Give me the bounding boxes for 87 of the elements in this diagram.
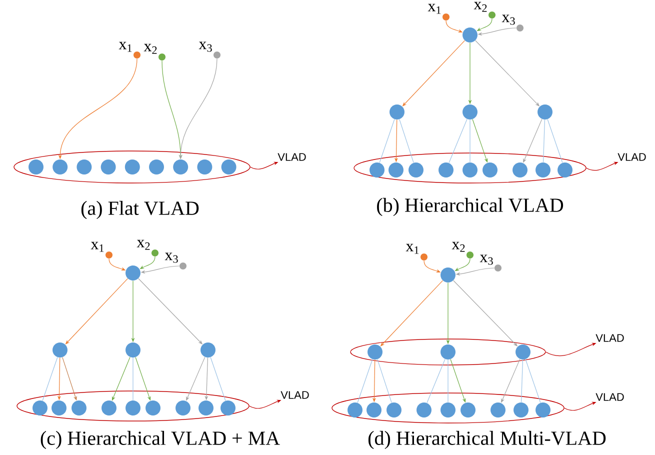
cluster-node xyxy=(52,400,66,416)
cluster-node xyxy=(197,160,212,174)
point-label: x$_{2}$ xyxy=(474,2,487,12)
cluster-node xyxy=(366,402,382,418)
line xyxy=(210,356,226,402)
cluster-node xyxy=(460,402,476,418)
cluster-node xyxy=(390,104,404,120)
point-label: x$_{3}$ xyxy=(480,254,493,265)
cluster-node xyxy=(490,402,506,418)
cluster-node xyxy=(76,160,92,174)
cluster-node xyxy=(482,162,498,178)
line xyxy=(377,359,392,403)
line xyxy=(426,358,446,404)
line xyxy=(42,356,58,402)
cluster-node xyxy=(126,342,140,358)
cluster-node xyxy=(462,28,478,42)
cluster-node xyxy=(32,400,48,416)
line xyxy=(357,358,373,404)
line xyxy=(542,119,546,163)
cluster-node xyxy=(176,400,190,416)
cluster-node xyxy=(440,268,456,282)
cluster-node xyxy=(512,162,528,178)
cluster-node xyxy=(52,342,68,358)
caption: (d) Hierarchical Multi-VLAD xyxy=(368,430,606,450)
vlad-label: VLAD xyxy=(596,393,624,401)
cluster-node xyxy=(220,400,236,416)
point-label: x$_{2}$ xyxy=(452,242,465,252)
cluster-node xyxy=(462,162,478,178)
point-label: x$_{1}$ xyxy=(428,4,441,14)
cluster-node xyxy=(440,344,456,360)
point-label: x$_{1}$ xyxy=(90,242,104,252)
cluster-node xyxy=(388,162,404,178)
cluster-node xyxy=(440,402,456,418)
grouping-ellipse xyxy=(350,338,546,366)
cluster-node xyxy=(102,400,116,416)
point-label: x$_{2}$ xyxy=(136,240,150,250)
grouping-ellipse xyxy=(16,390,250,422)
caption: (c) Hierarchical VLAD + MA xyxy=(40,430,280,450)
cluster-node xyxy=(386,402,402,418)
cluster-node xyxy=(462,104,478,120)
cluster-node xyxy=(126,400,140,416)
caption: (a) Flat VLAD xyxy=(81,200,199,220)
cluster-node xyxy=(408,162,424,178)
cluster-node xyxy=(514,402,528,418)
point-label: x$_{3}$ xyxy=(198,42,212,52)
cluster-node xyxy=(28,160,44,174)
vlad-label: VLAD xyxy=(618,153,646,161)
cluster-node xyxy=(173,160,188,174)
point-label: x$_{1}$ xyxy=(406,244,419,254)
cluster-node xyxy=(370,162,384,178)
cluster-node xyxy=(72,400,86,416)
line xyxy=(399,119,414,163)
line xyxy=(448,118,468,164)
cluster-node xyxy=(149,160,164,174)
caption: (b) Hierarchical VLAD xyxy=(377,198,564,216)
cluster-node xyxy=(198,400,214,416)
line xyxy=(525,358,541,404)
cluster-node xyxy=(416,402,432,418)
cluster-node xyxy=(100,160,116,174)
vlad-label: VLAD xyxy=(596,334,624,342)
cluster-node xyxy=(126,266,140,280)
cluster-node xyxy=(536,402,550,418)
cluster-node xyxy=(221,160,236,174)
line xyxy=(379,118,395,164)
line xyxy=(132,357,134,401)
cluster-node xyxy=(558,162,572,178)
cluster-node xyxy=(348,402,362,418)
point-label: x$_{2}$ xyxy=(144,44,157,54)
grouping-ellipse xyxy=(332,392,564,424)
cluster-node xyxy=(536,162,550,178)
vlad-label: VLAD xyxy=(278,153,306,161)
grouping-ellipse xyxy=(14,150,250,184)
cluster-node xyxy=(124,160,140,174)
cluster-node xyxy=(200,342,216,358)
line xyxy=(520,359,524,403)
cluster-node xyxy=(146,400,160,416)
point-label: x$_{1}$ xyxy=(118,42,132,52)
cluster-node xyxy=(438,162,454,178)
point-label: x$_{3}$ xyxy=(164,252,178,263)
grouping-ellipse xyxy=(354,152,586,184)
point-label: x$_{3}$ xyxy=(502,14,515,25)
cluster-node xyxy=(538,104,552,120)
line xyxy=(547,118,563,164)
cluster-node xyxy=(368,344,382,360)
cluster-node xyxy=(516,344,530,360)
cluster-node xyxy=(52,160,68,174)
vlad-label: VLAD xyxy=(280,391,309,399)
